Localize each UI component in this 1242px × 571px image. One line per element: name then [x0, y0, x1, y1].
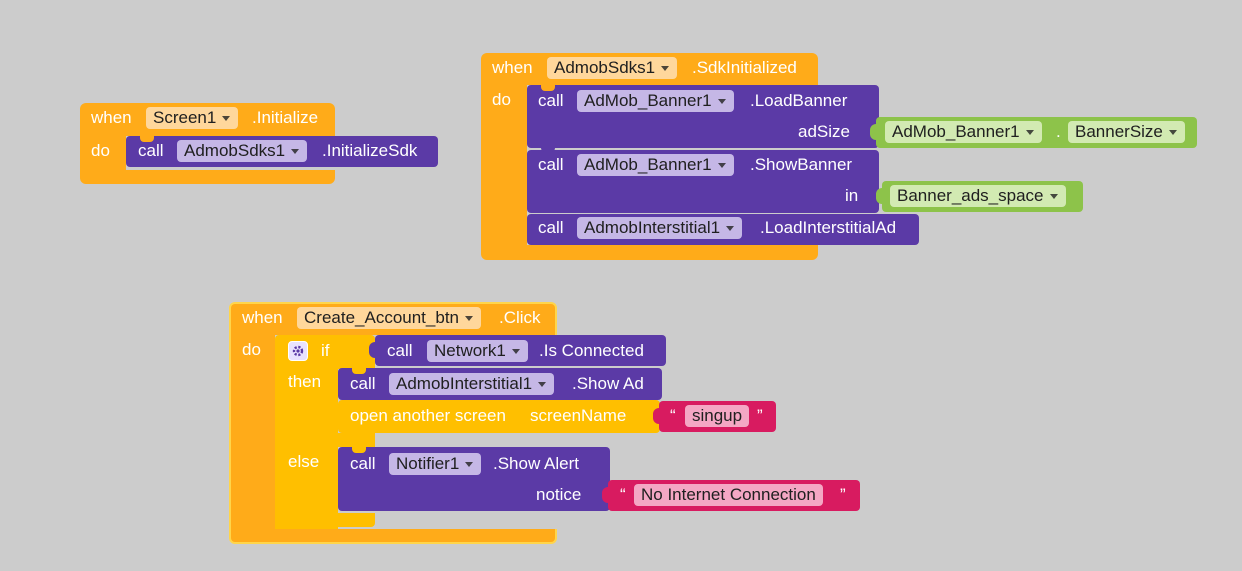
event-name: .Click	[499, 308, 541, 327]
block-notch	[541, 148, 555, 152]
component-dropdown[interactable]: Create_Account_btn	[297, 307, 481, 329]
when-keyword: when	[242, 308, 283, 327]
call-keyword: call	[350, 454, 376, 473]
call-keyword: call	[538, 218, 564, 237]
block-connector	[870, 124, 876, 140]
method-name: .ShowBanner	[750, 155, 853, 174]
event-block-footer	[481, 245, 818, 260]
do-keyword: do	[492, 90, 511, 109]
open-another-screen-label: open another screen	[350, 406, 506, 425]
open-quote: “	[620, 485, 626, 504]
event-name: .SdkInitialized	[692, 58, 797, 77]
component-dropdown[interactable]: Banner_ads_space	[890, 185, 1066, 207]
open-another-screen-block[interactable]	[338, 400, 660, 433]
then-keyword: then	[288, 372, 322, 391]
event-block-footer	[229, 529, 557, 544]
method-name: .Is Connected	[539, 341, 644, 360]
component-dropdown[interactable]: AdmobInterstitial1	[389, 373, 555, 395]
component-dropdown[interactable]: AdmobInterstitial1	[577, 217, 743, 239]
method-name: .Show Ad	[572, 374, 644, 393]
block-notch	[140, 136, 154, 142]
block-connector	[602, 487, 608, 503]
block-notch	[352, 447, 366, 453]
method-name: .LoadBanner	[750, 91, 848, 110]
component-dropdown[interactable]: Notifier1	[389, 453, 482, 475]
call-keyword: call	[538, 91, 564, 110]
block-notch	[352, 368, 366, 374]
method-name: .InitializeSdk	[322, 141, 418, 160]
if-else-mid	[275, 433, 375, 447]
gear-icon[interactable]	[288, 341, 308, 361]
call-keyword: call	[387, 341, 413, 360]
param-label-notice: notice	[536, 485, 582, 504]
if-else-spine	[275, 369, 338, 529]
component-dropdown[interactable]: AdMob_Banner1	[577, 90, 734, 112]
text-value-input[interactable]: singup	[685, 405, 750, 427]
event-block-side	[481, 85, 527, 245]
component-dropdown[interactable]: Network1	[427, 340, 528, 362]
component-dropdown[interactable]: Screen1	[146, 107, 239, 129]
do-keyword: do	[242, 340, 261, 359]
do-keyword: do	[91, 141, 110, 160]
component-dropdown[interactable]: AdMob_Banner1	[885, 121, 1042, 143]
block-connector	[876, 188, 882, 204]
param-label-adsize: adSize	[798, 122, 850, 141]
call-keyword: call	[138, 141, 164, 160]
component-dropdown[interactable]: AdmobSdks1	[547, 57, 678, 79]
else-keyword: else	[288, 452, 320, 471]
call-keyword: call	[350, 374, 376, 393]
block-connector	[369, 342, 375, 358]
call-keyword: call	[538, 155, 564, 174]
component-dropdown[interactable]: AdMob_Banner1	[577, 154, 734, 176]
event-block-side	[229, 335, 275, 529]
param-label-in: in	[845, 186, 859, 205]
method-name: .LoadInterstitialAd	[760, 218, 897, 237]
when-keyword: when	[492, 58, 533, 77]
block-connector	[653, 408, 659, 424]
if-else-footer	[275, 513, 375, 527]
param-label-screenname: screenName	[530, 406, 627, 425]
text-value-input[interactable]: No Internet Connection	[634, 484, 823, 506]
event-block-footer	[80, 170, 335, 184]
event-name: .Initialize	[252, 108, 319, 127]
dot-separator: .	[1056, 122, 1061, 141]
open-quote: “	[670, 406, 676, 425]
close-quote: ”	[757, 406, 763, 425]
component-dropdown[interactable]: AdmobSdks1	[177, 140, 308, 162]
event-block-side	[80, 136, 126, 170]
block-notch	[541, 85, 555, 91]
method-name: .Show Alert	[493, 454, 579, 473]
close-quote: ”	[840, 485, 846, 504]
when-keyword: when	[91, 108, 132, 127]
if-keyword: if	[321, 341, 330, 360]
property-dropdown[interactable]: BannerSize	[1068, 121, 1185, 143]
